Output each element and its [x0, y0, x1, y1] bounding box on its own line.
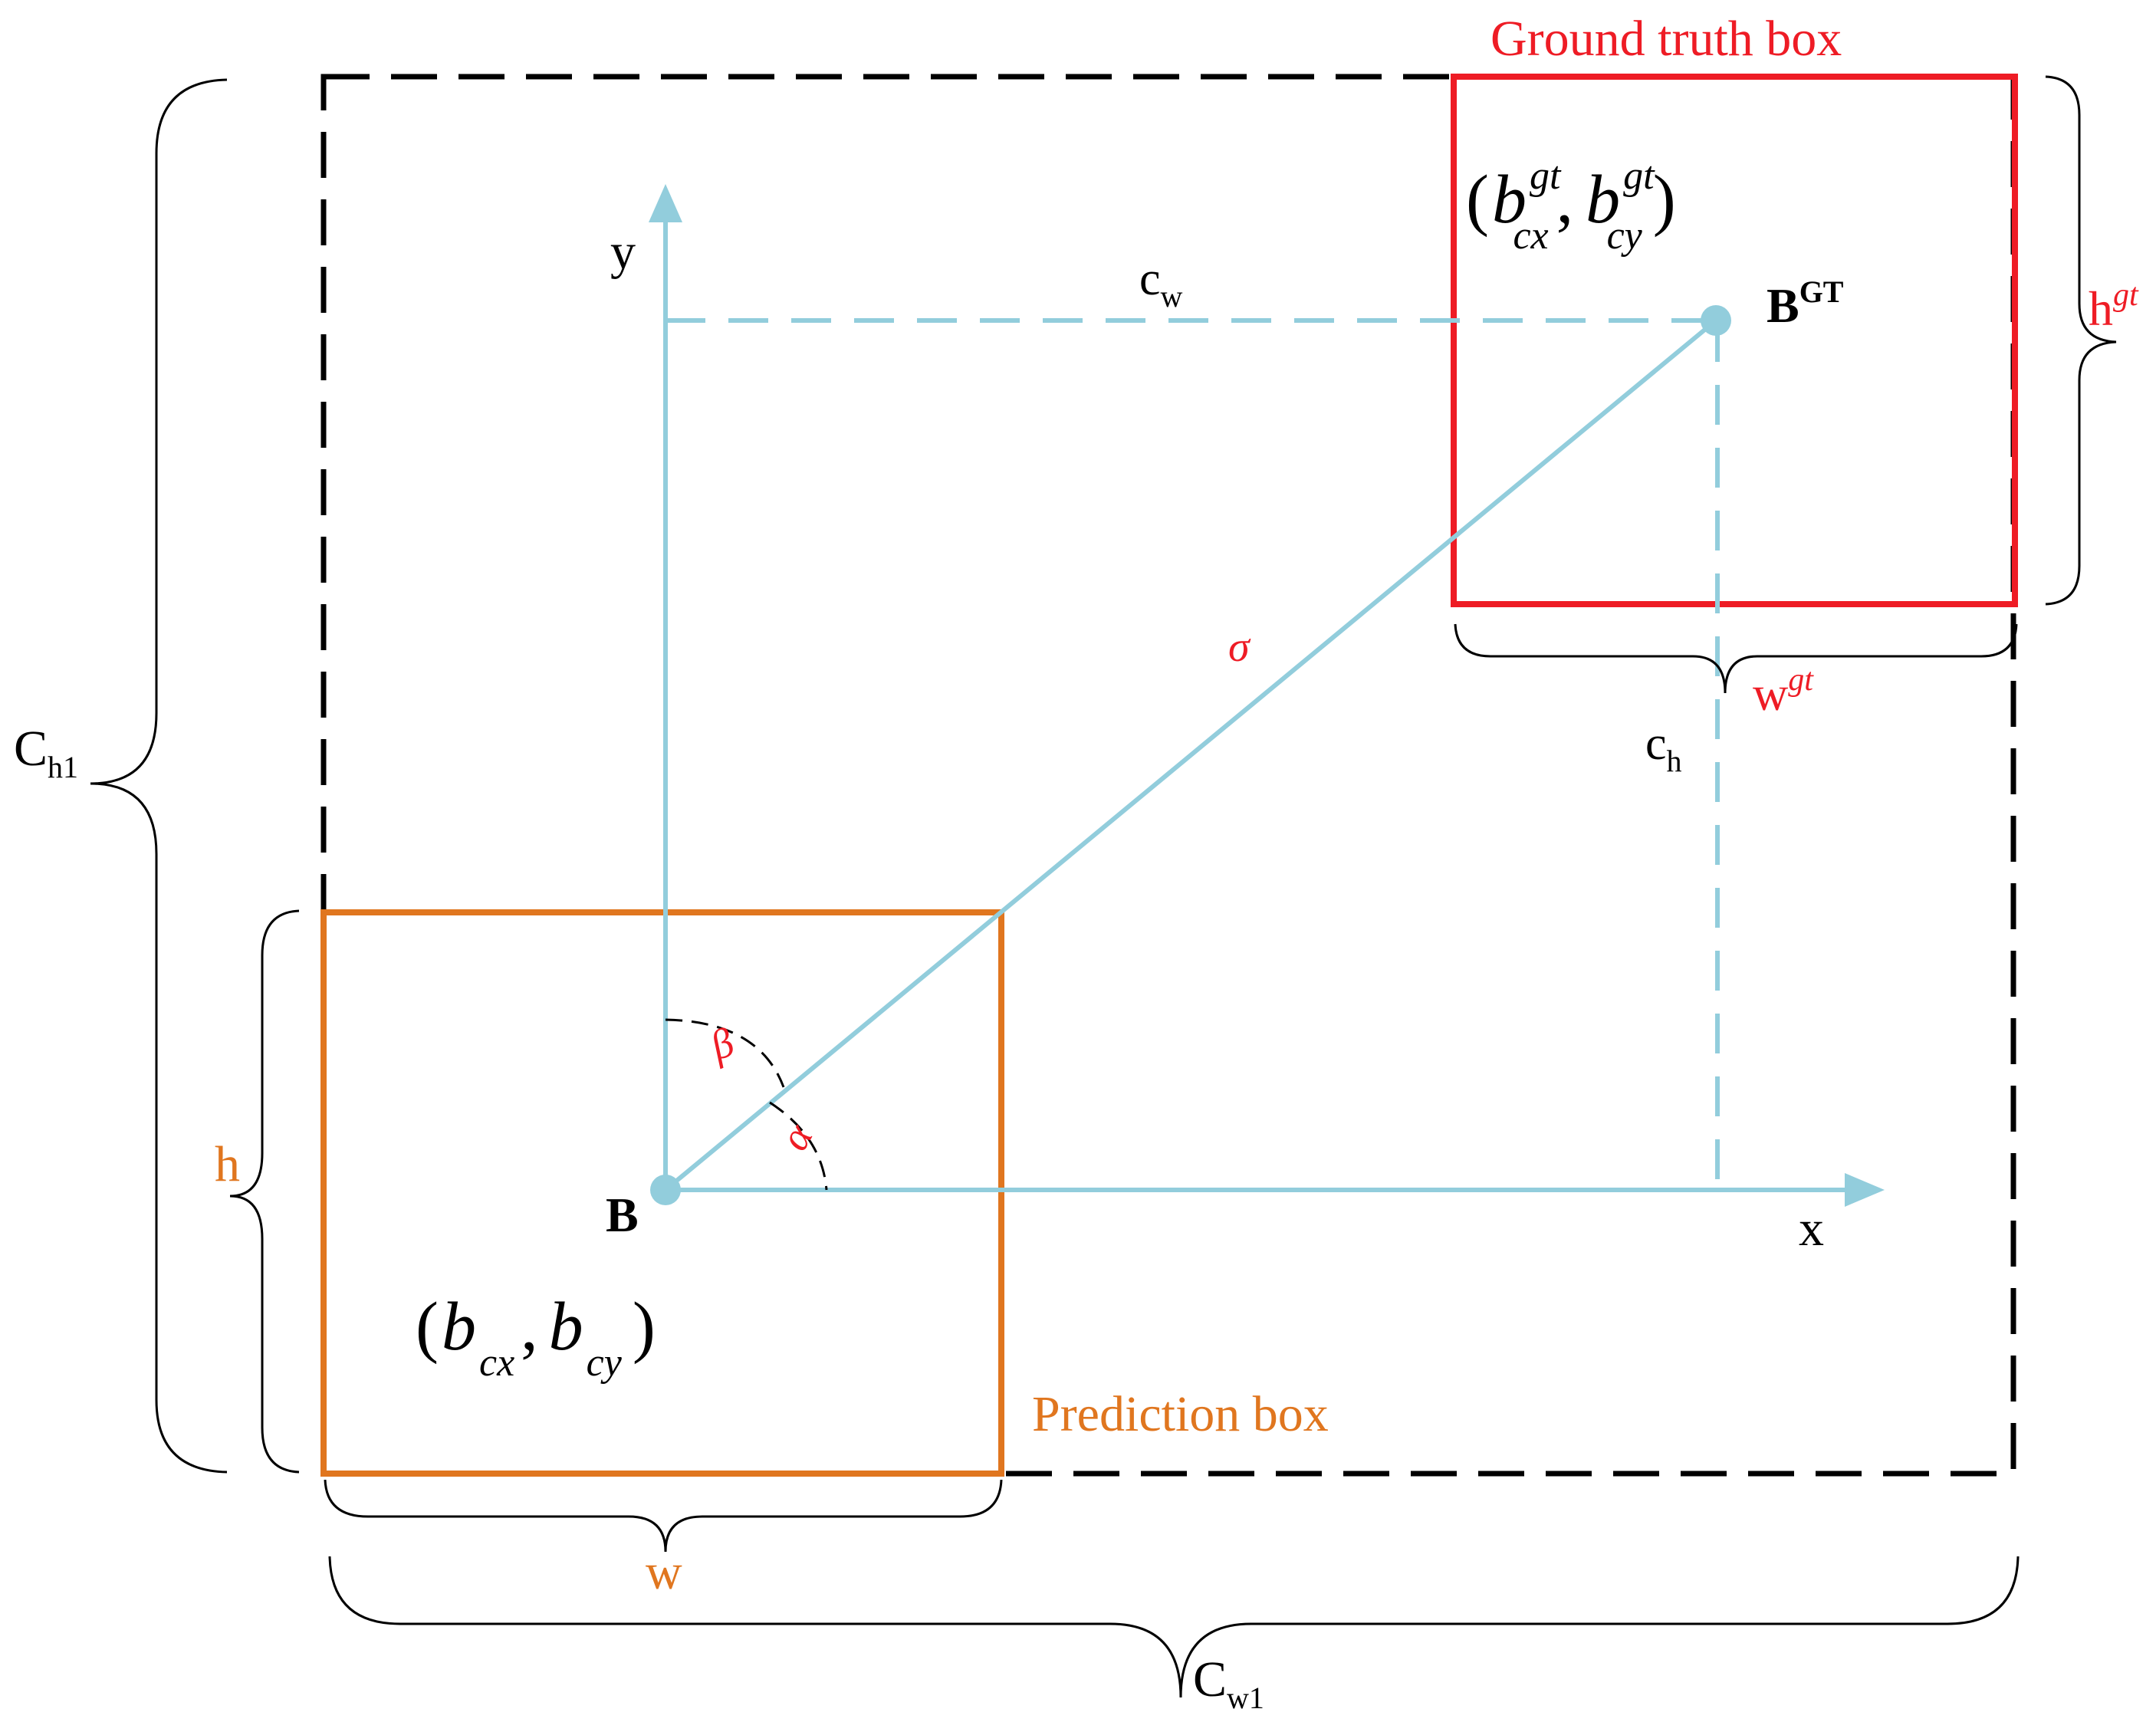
alpha-angle-arc [769, 1101, 828, 1191]
h-gt-brace [2045, 75, 2117, 606]
beta-angle-arc [665, 1018, 785, 1088]
w-pred-brace [324, 1479, 1003, 1553]
prediction-box-label: Prediction box [1032, 1386, 1329, 1442]
h-pred-label: h [215, 1136, 240, 1192]
cw-label: cw [1139, 253, 1183, 314]
ch-label: ch [1645, 718, 1682, 778]
ch1-label: Ch1 [14, 721, 78, 784]
alpha-label: α [771, 1115, 822, 1158]
y-axis-label: y [610, 224, 636, 280]
w-gt-label: wgt [1753, 662, 1814, 721]
enclosing-box [320, 74, 2016, 1477]
b-pred-label: B [606, 1188, 639, 1242]
beta-label: β [703, 1019, 740, 1070]
ground-truth-box [1451, 74, 2018, 607]
prediction-center-coordinate: (bcx,bcy) [416, 1289, 656, 1385]
prediction-box [320, 909, 1004, 1477]
x-axis-label: x [1799, 1201, 1824, 1257]
cw1-label: Cw1 [1193, 1651, 1264, 1715]
b-gt-label: BGT [1767, 274, 1844, 333]
ch1-brace [90, 78, 228, 1474]
h-gt-label: hgt [2089, 278, 2139, 336]
x-axis-arrow [1845, 1173, 1885, 1207]
y-axis-arrow [649, 184, 682, 222]
w-gt-brace [1454, 623, 2018, 694]
prediction-center-point [650, 1175, 681, 1205]
ground-truth-center-point [1701, 305, 1731, 336]
center-distance-line [664, 318, 1717, 1192]
cw1-brace [328, 1556, 2020, 1698]
h-pred-brace [229, 909, 300, 1474]
ground-truth-box-label: Ground truth box [1490, 11, 1842, 67]
sigma-label: σ [1228, 623, 1251, 671]
w-pred-label: w [646, 1544, 682, 1600]
